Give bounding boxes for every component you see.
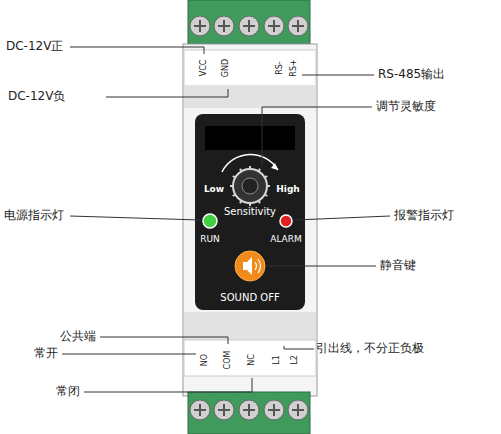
callout-label: 引出线，不分正负极 [316,342,424,355]
pin-name: L2 [291,355,300,365]
pin-name: RS- [276,61,285,75]
screw [214,16,234,36]
callout-label: DC-12V正 [6,40,63,53]
pin-name: VCC [200,60,209,77]
screw [288,16,308,36]
sensitivity-knob [230,166,270,206]
speaker-icon [255,259,261,273]
scale-label: High [276,185,299,195]
screw-row [190,16,308,36]
mute-button [235,251,265,281]
panel-label: ALARM [270,235,302,245]
display-window [205,126,295,150]
pin-name: L1 [273,355,282,365]
speaker-icon [243,257,252,275]
alarm-led [280,215,292,227]
housing-band [184,312,316,340]
label-strip [184,340,316,376]
panel-label: Sensitivity [224,206,276,217]
pin-name: RS+ [290,59,299,76]
callout-label: 调节灵敏度 [376,100,436,113]
terminal-block [188,392,310,434]
screw [190,16,210,36]
callout-label: 常闭 [56,385,80,398]
label-strip [184,50,316,86]
callout-label: 公共端 [60,330,96,343]
screw [288,400,308,420]
callout-label: 常开 [34,347,58,360]
pin-name: NC [248,354,257,366]
screw-row [190,400,308,420]
callout-label: DC-12V负 [8,90,65,103]
panel-label: RUN [200,235,220,245]
arrow-head [271,163,278,170]
front-panel [195,114,305,310]
screw [239,16,259,36]
callout-label: 电源指示灯 [4,209,64,222]
pin-name: NO [201,354,210,366]
leader-lines [62,47,390,392]
screw [214,400,234,420]
run-led [203,214,217,228]
callout-label: 报警指示灯 [394,209,454,222]
scale-label: Low [204,185,224,195]
callout-label: 静音键 [380,259,416,272]
pin-name: GND [222,59,231,77]
screw [264,400,284,420]
screw [190,400,210,420]
panel-label: SOUND OFF [220,292,279,303]
screw [239,400,259,420]
screw [264,16,284,36]
pin-name: COM [224,351,233,370]
terminal-block [188,0,310,44]
callout-label: RS-485输出 [378,68,445,81]
